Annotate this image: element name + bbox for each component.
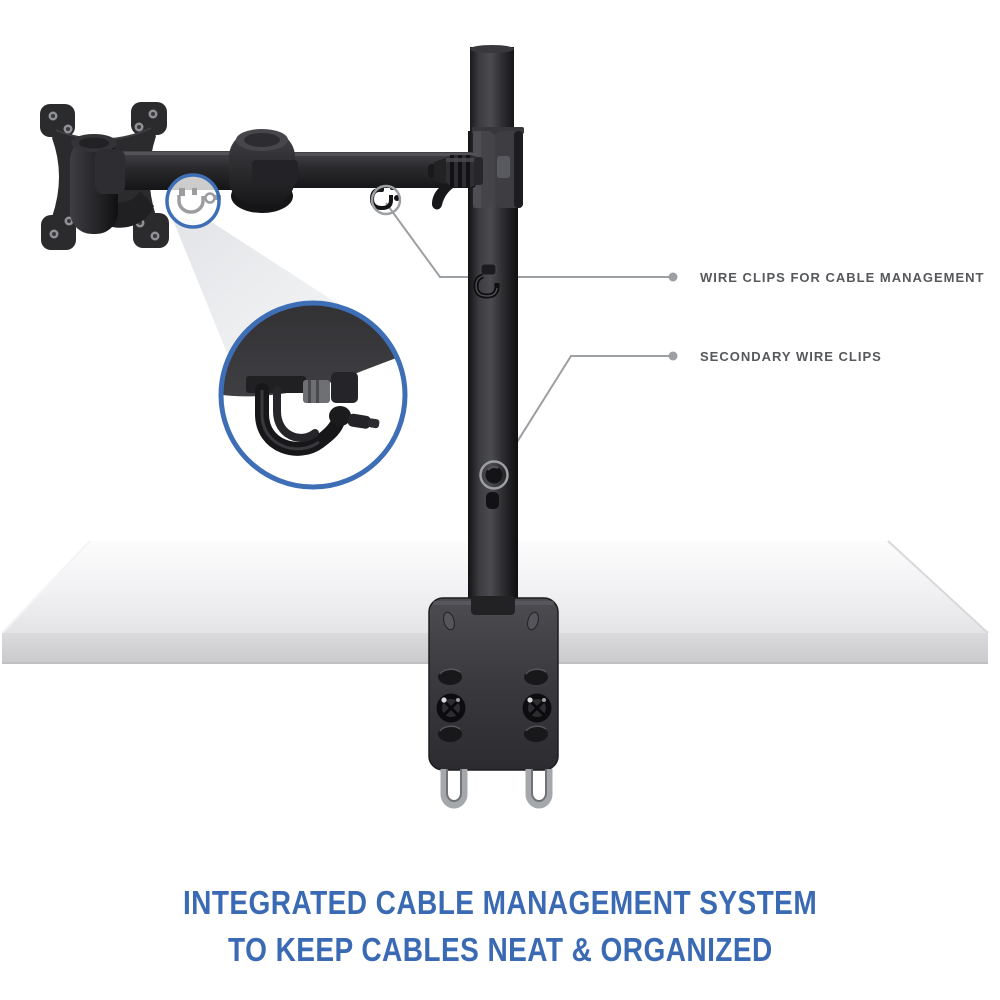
lever-handle [432,183,453,210]
clamp-hole [524,725,548,742]
pole-cap [470,45,514,53]
caption-line-2: TO KEEP CABLES NEAT & ORGANIZED [227,931,773,968]
callout-secondary-clips-label: SECONDARY WIRE CLIPS [700,349,882,364]
clamp-peg-left [443,611,455,631]
clamp-peg-right [527,611,539,631]
wire-clip-arm-ring [370,184,402,216]
clamp-hooks [440,769,553,809]
elbow-arm-notch [252,160,298,184]
highlight-circle-small [165,173,221,229]
pole-cable-slot [486,492,499,509]
hinge-arm-bracket [95,149,125,194]
wire-clip-pole-upper [473,263,500,299]
collar-hinge-block [497,156,510,178]
secondary-wire-clip [485,466,503,509]
desk-left-edge [1,540,91,634]
vesa-screw-hole [63,124,73,134]
callout-leaders [385,202,678,467]
vesa-screw-hole [150,231,160,241]
desk-clamp [428,596,559,809]
leader-line-wire-clips [385,202,669,278]
vesa-screw-hole [48,111,58,121]
magnified-cable-connector [303,372,358,403]
magnifier-circle [218,300,408,490]
pole-lower [468,131,518,614]
desk-right-edge [887,540,989,634]
clamp-slot-holes [438,668,548,742]
pole-upper [470,47,514,139]
vesa-screw-hole [49,229,59,239]
magnifier-ring [218,300,408,490]
monitor-arm-rear-segment [272,152,476,188]
pole [468,45,518,614]
vesa-screw-hole [148,109,158,119]
callout-dot-secondary-clips [668,351,678,361]
elbow-joint [229,129,298,213]
clamp-pole-base [471,596,515,615]
clamp-hole [438,668,462,685]
monitor-arm-front-segment [95,149,263,194]
magnified-wire-clip [255,383,380,456]
callout-wire-clips-label: WIRE CLIPS FOR CABLE MANAGEMENT [700,270,985,285]
clamp-knob-right [522,693,552,723]
clamp-hole [438,725,462,742]
magnified-clip-plug [347,413,371,429]
tension-lever [428,155,483,210]
highlight-ring-small [165,173,221,229]
wire-clip-arm [369,183,402,216]
clamp-hook [525,769,553,809]
lever-base-cap [474,157,483,185]
leader-line-secondary-clips [501,355,669,467]
vesa-screw-hole [134,122,144,132]
caption-line-1: INTEGRATED CABLE MANAGEMENT SYSTEM [182,884,818,921]
clamp-hole [524,668,548,685]
clamp-knob-left [436,693,466,723]
magnified-clip-knob [329,406,351,426]
clamp-hook [440,769,468,809]
callout-dot-wire-clips [668,272,678,282]
secondary-clip-ring [479,460,509,490]
